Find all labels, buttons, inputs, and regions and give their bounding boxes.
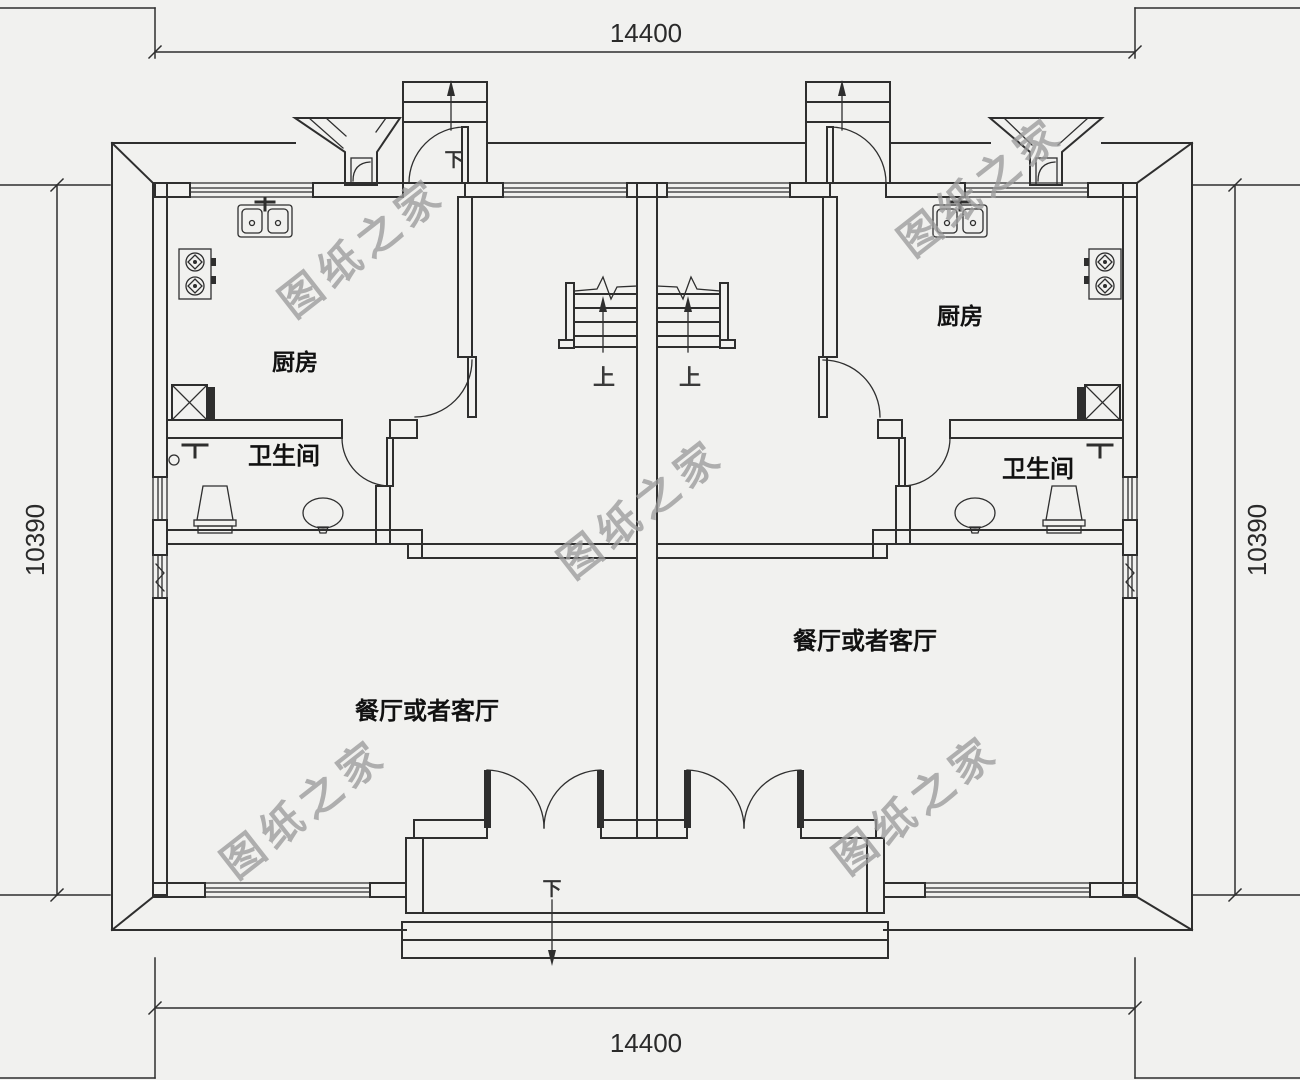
watermark-center: 图纸之家	[549, 430, 732, 588]
living-right-label: 餐厅或者客厅	[793, 627, 937, 655]
kitchen-left	[166, 196, 477, 439]
dimension-bottom: 14400	[0, 957, 1300, 1079]
dim-left-label: 10390	[20, 504, 50, 576]
sink-left	[237, 196, 293, 238]
front-door-right	[684, 769, 804, 829]
toilet-right	[1042, 485, 1086, 534]
basin-right	[954, 497, 996, 534]
stairs-right: 上	[656, 275, 736, 390]
kitchen-right-door-leaf	[818, 356, 828, 418]
toilet-left	[193, 485, 237, 534]
stove-left	[178, 248, 216, 300]
bathroom-left-label: 卫生间	[248, 443, 320, 470]
kitchen-left-south-wall-b	[389, 419, 418, 439]
dim-top-label: 14400	[610, 18, 682, 48]
back-door-right-leaf	[826, 126, 834, 184]
watermark-bottom-right: 图纸之家	[824, 726, 1007, 884]
front-door-left	[484, 769, 604, 829]
chimney-right	[987, 117, 1105, 186]
bathroom-right-door-leaf	[898, 437, 906, 487]
flue-left	[171, 384, 215, 421]
watermarks: 图纸之家 图纸之家 图纸之家 图纸之家 图纸之家	[212, 108, 1072, 888]
room-labels: 厨房 厨房 卫生间 卫生间 餐厅或者客厅 餐厅或者客厅	[248, 303, 1074, 725]
bathroom-left-door-swing	[341, 437, 391, 487]
dim-right-label: 10390	[1242, 504, 1272, 576]
porch-west-wall	[405, 837, 424, 914]
kitchen-left-east-wall	[457, 196, 473, 358]
front-door-down-label: 下	[542, 879, 561, 900]
shower-left	[168, 443, 209, 466]
kitchen-left-south-wall-a	[166, 419, 343, 439]
bathroom-right-door-swing	[901, 437, 951, 487]
kitchen-right	[818, 196, 1124, 439]
watermark-top-right: 图纸之家	[889, 108, 1072, 266]
kitchen-right-west-wall	[822, 196, 838, 358]
flue-right	[1077, 384, 1121, 421]
sink-right	[932, 196, 988, 238]
back-door-right-swing	[829, 126, 887, 184]
bathroom-right-south-wall	[872, 529, 1124, 545]
stairs-up-right-label: 上	[679, 365, 701, 390]
stove-right	[1084, 248, 1122, 300]
hall-left-north-wall	[421, 543, 638, 559]
kitchen-right-south-wall-a	[877, 419, 903, 439]
bathroom-right-west-wall	[895, 485, 911, 545]
back-porch-right	[805, 80, 891, 184]
kitchen-right-south-wall-b	[949, 419, 1124, 439]
stairs-left: 上	[558, 275, 638, 390]
back-door-left-swing	[408, 126, 466, 184]
dimension-right: 10390	[1191, 177, 1300, 903]
front-entrance: 下	[401, 769, 889, 966]
dimension-top: 14400	[0, 7, 1300, 60]
dimension-left: 10390	[0, 177, 111, 903]
stairs-up-left-label: 上	[593, 365, 615, 390]
bathroom-left	[166, 437, 638, 559]
building-apron-outline	[110, 141, 1194, 932]
bathroom-right-label: 卫生间	[1002, 456, 1074, 483]
dim-bottom-label: 14400	[610, 1028, 682, 1058]
hall-right-north-wall	[656, 543, 874, 559]
bathroom-left-door-leaf	[386, 437, 394, 487]
windows	[152, 182, 1138, 898]
bathroom-right	[656, 437, 1124, 559]
living-left-label: 餐厅或者客厅	[355, 697, 499, 725]
bathroom-left-south-wall	[166, 529, 423, 545]
kitchen-left-door-leaf	[467, 356, 477, 418]
watermark-bottom-left: 图纸之家	[212, 730, 395, 888]
kitchen-right-label: 厨房	[937, 303, 983, 329]
kitchen-right-door-swing	[822, 359, 881, 418]
bathroom-left-east-wall	[375, 485, 391, 545]
chimney-left	[291, 117, 402, 186]
basin-left	[302, 497, 344, 534]
shower-right	[1086, 443, 1114, 459]
kitchen-left-door-swing	[414, 359, 473, 418]
back-door-down-label: 下	[444, 150, 463, 171]
kitchen-left-label: 厨房	[272, 349, 318, 375]
back-porch-left: 下	[402, 80, 488, 184]
